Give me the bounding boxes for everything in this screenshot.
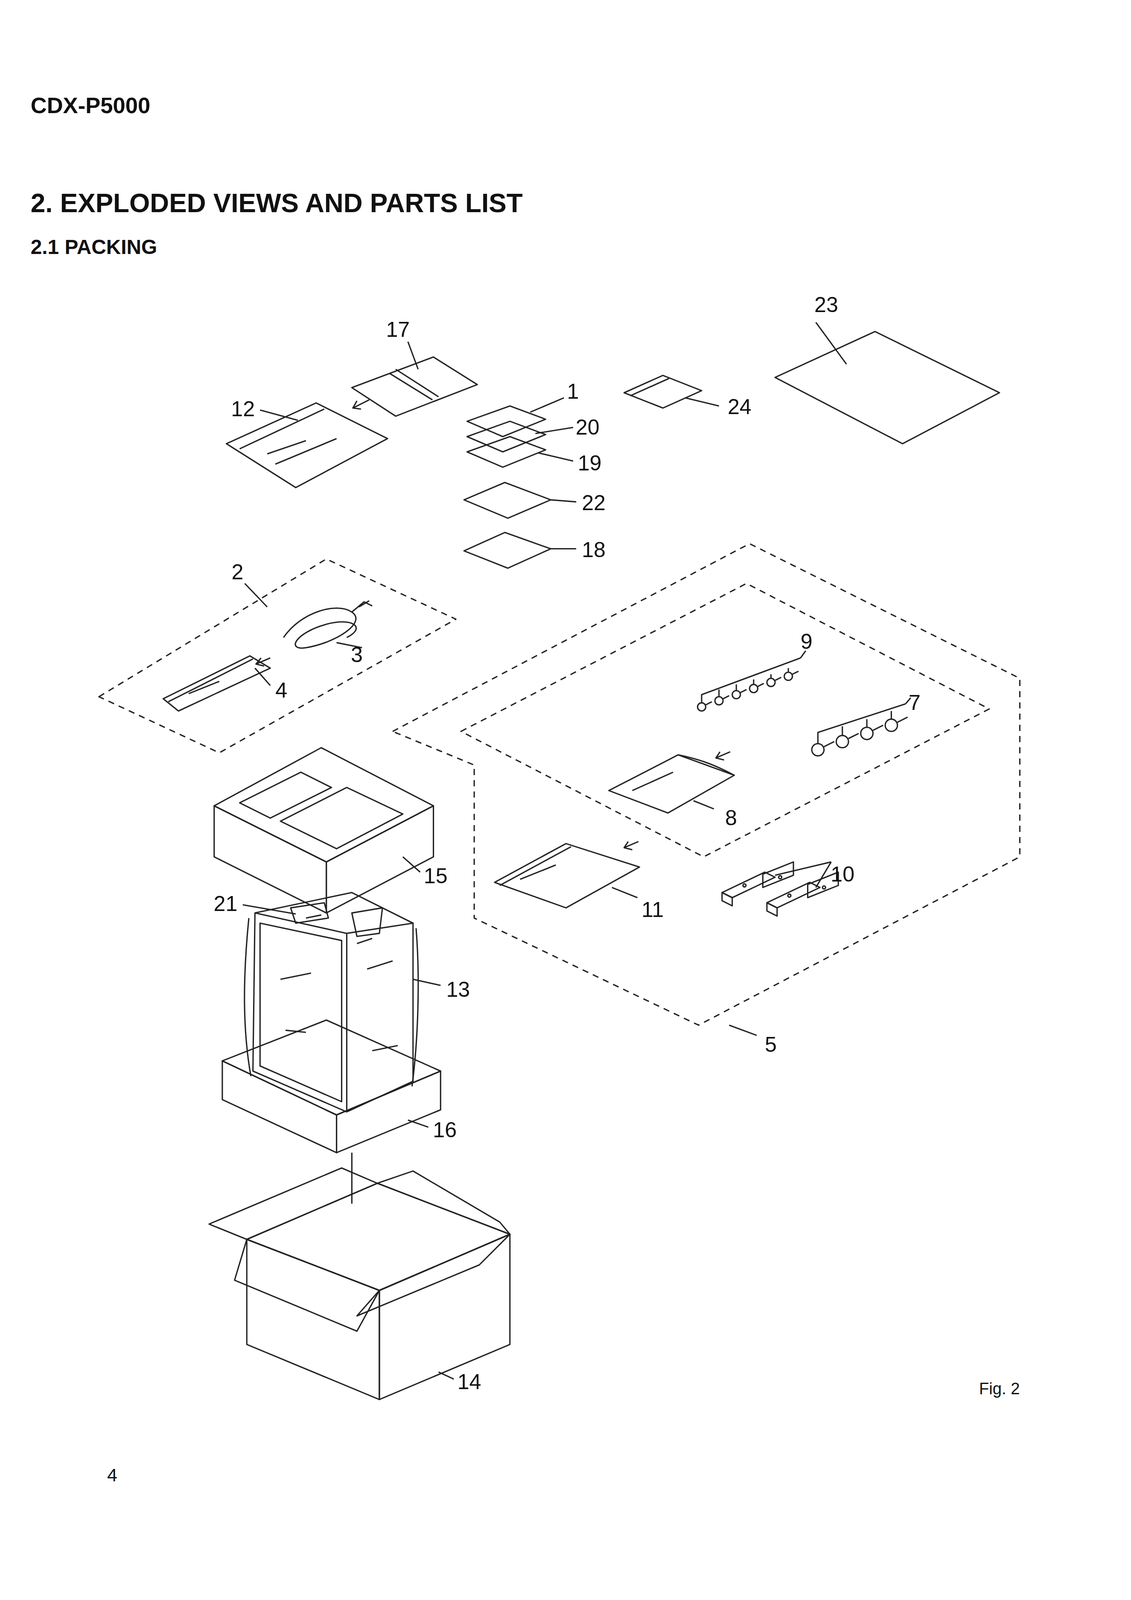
callout-number: 20 [575, 415, 600, 438]
callout-number: 5 [764, 1032, 777, 1054]
callout-number: 14 [457, 1370, 482, 1392]
callout-number: 24 [727, 395, 752, 417]
callout-number: 2 [231, 560, 244, 582]
callout-number: 18 [581, 537, 606, 560]
callout-number: 1 [567, 379, 580, 402]
callout-number: 19 [577, 451, 602, 473]
callout-number: 7 [908, 690, 921, 713]
callout-number: 11 [641, 897, 664, 920]
callout-number: 4 [275, 678, 288, 700]
callout-number: 23 [814, 293, 839, 315]
page-note: 4 [107, 1465, 118, 1484]
callout-number: 3 [350, 643, 363, 665]
page-note: Fig. 2 [979, 1380, 1021, 1397]
callout-number: 8 [725, 806, 738, 828]
callout-number: 10 [830, 862, 855, 884]
callout-number: 16 [432, 1118, 457, 1140]
callout-number: 9 [800, 629, 813, 652]
callout-number: 15 [423, 864, 448, 886]
callout-number: 22 [581, 491, 606, 513]
callout-number: 12 [230, 397, 255, 419]
page-title: 2. EXPLODED VIEWS AND PARTS LIST [30, 189, 523, 216]
callout-number: 13 [445, 977, 470, 999]
callout-number: 17 [385, 317, 410, 339]
heading: CDX-P5000 [30, 94, 151, 118]
callout-number: 21 [213, 891, 238, 914]
heading: 2.1 PACKING [30, 236, 158, 257]
